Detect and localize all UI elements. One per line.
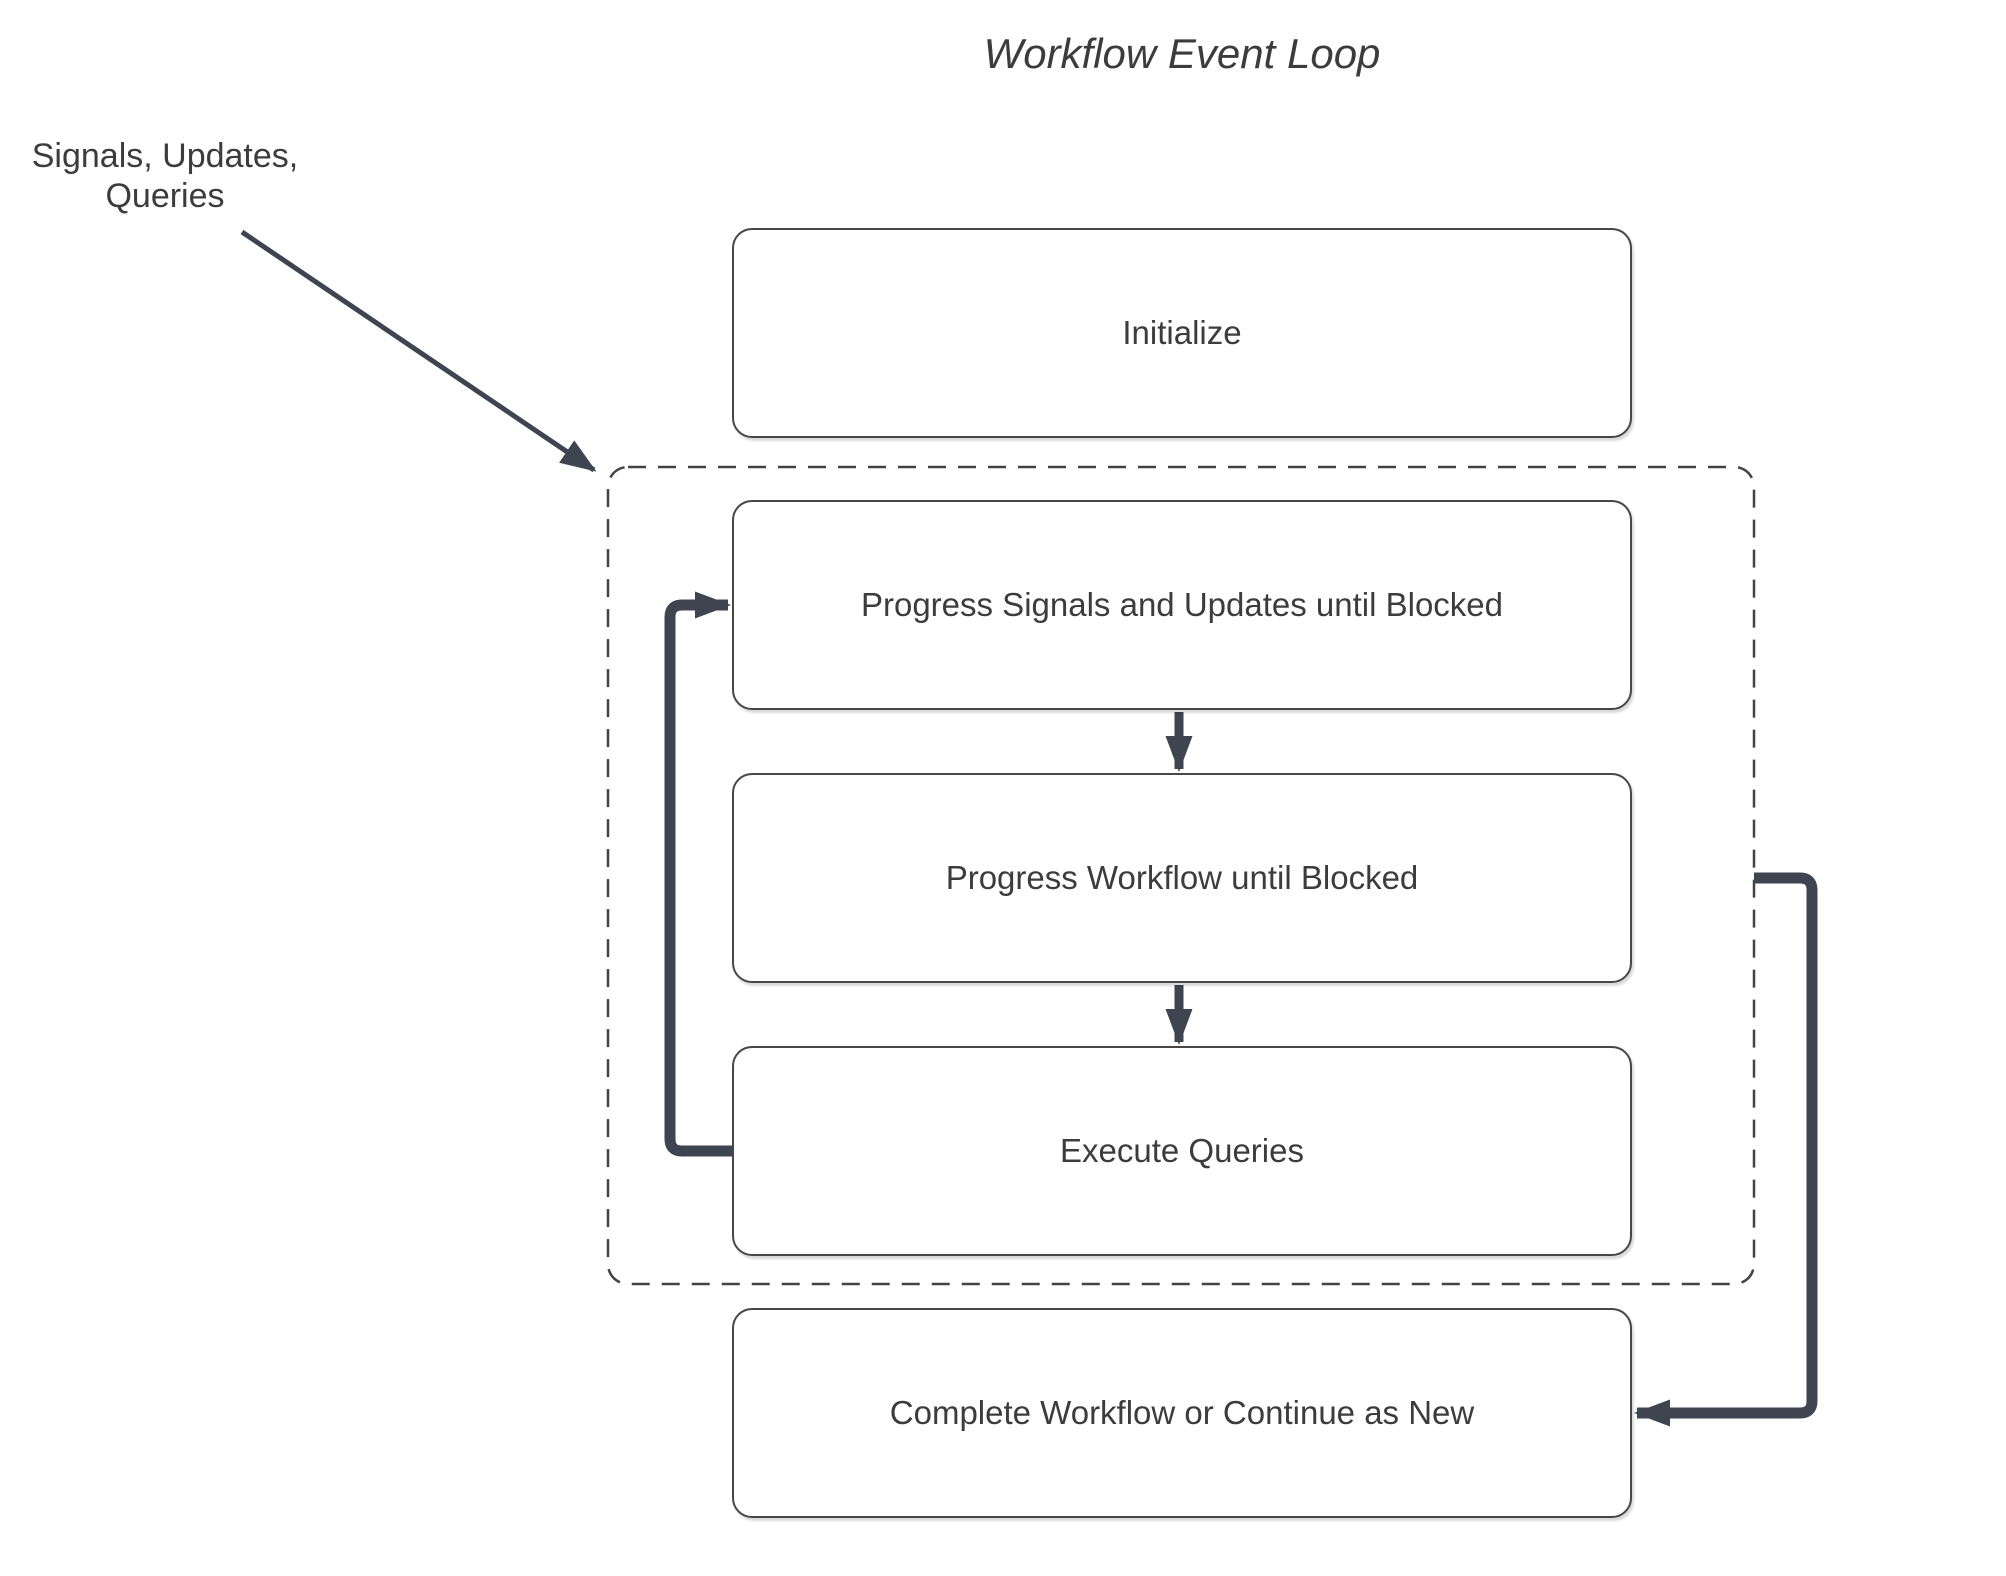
node-execute-queries-label: Execute Queries [1060,1132,1304,1169]
node-initialize-label: Initialize [1122,314,1242,351]
annotation-line-2: Queries [105,177,225,216]
node-progress-signals-updates-label: Progress Signals and Updates until Block… [860,586,1504,623]
node-complete-workflow-label: Complete Workflow or Continue as New [889,1394,1475,1431]
event-loop-to-complete-workflow-arrow [1634,872,1818,1427]
event-loop-dashed-container [606,465,1756,1286]
node-progress-signals-updates: Progress Signals and Updates until Block… [732,500,1632,710]
node-complete-workflow: Complete Workflow or Continue as New [732,1308,1632,1518]
signals-to-event-loop-arrow [240,229,597,473]
diagram-title: Workflow Event Loop [983,30,1381,77]
node-initialize: Initialize [732,228,1632,438]
node-progress-workflow-label: Progress Workflow until Blocked [945,859,1419,896]
signals-updates-queries-label: Signals, Updates, Queries [20,136,310,216]
annotation-line-1: Signals, Updates, [31,137,299,175]
node-progress-workflow: Progress Workflow until Blocked [732,773,1632,983]
execute-queries-loop-back-arrow [664,591,736,1157]
node-execute-queries: Execute Queries [732,1046,1632,1256]
